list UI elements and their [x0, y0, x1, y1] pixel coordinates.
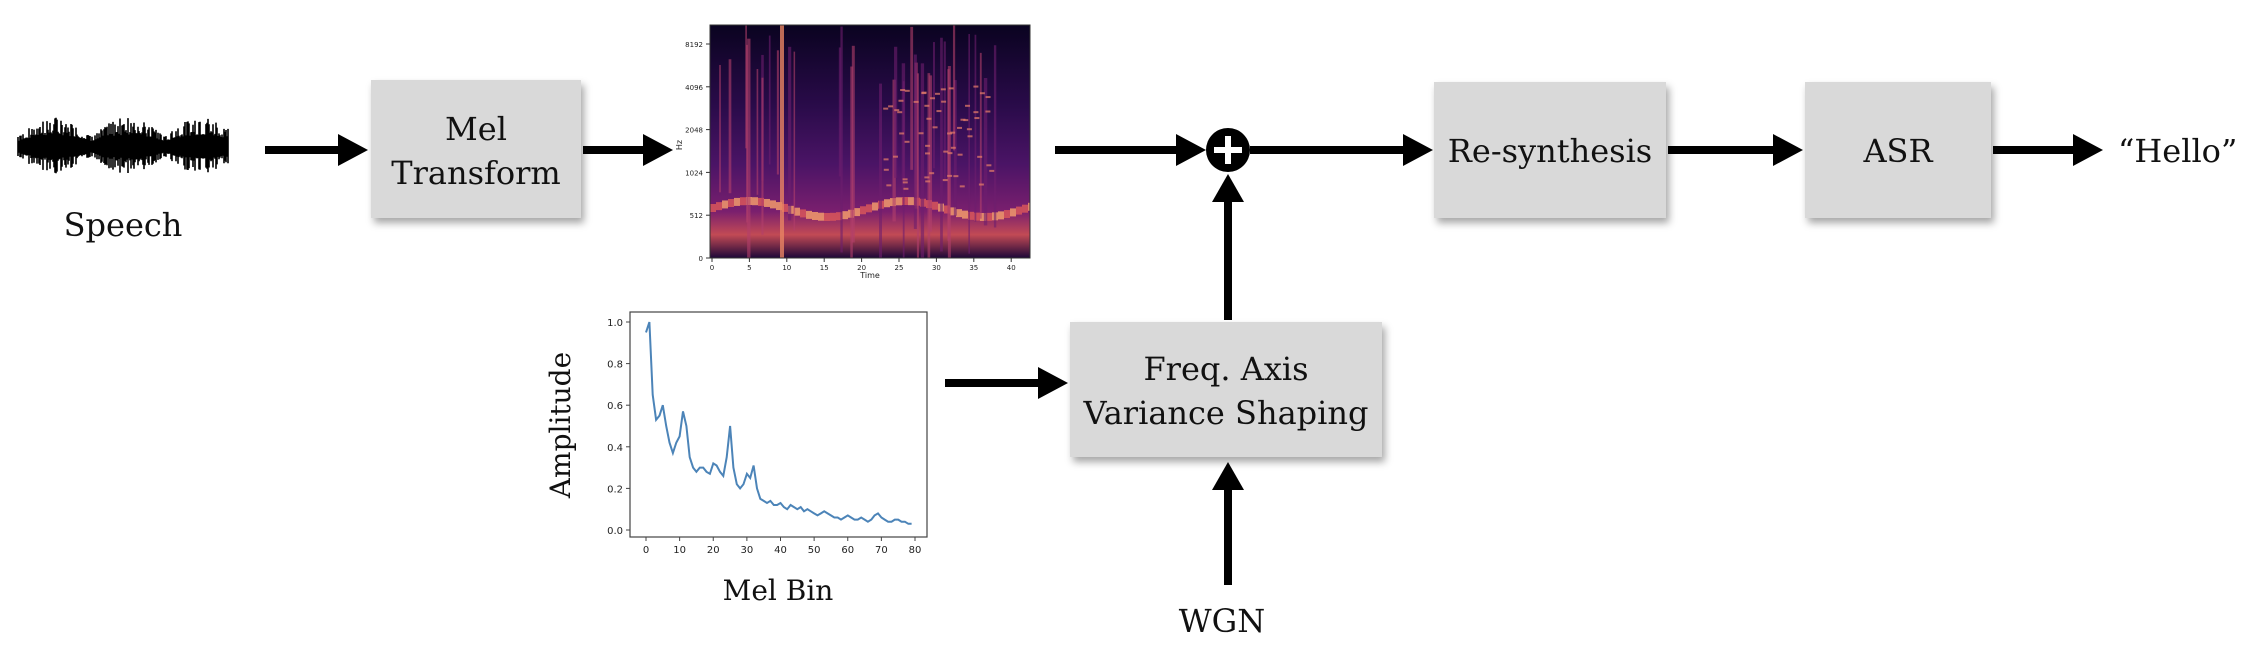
spectrogram-ytick: 512: [690, 212, 703, 220]
spectrogram-ylabel: Hz: [675, 140, 684, 150]
mel-transform-box: Mel Transform: [371, 80, 581, 218]
chart-xtick-label: 30: [741, 545, 754, 556]
freq-axis-label-line1: Freq. Axis: [1143, 350, 1308, 388]
chart-xtick-label: 60: [841, 545, 854, 556]
resynthesis-box: Re-synthesis: [1434, 82, 1666, 218]
arrow-speech-to-mel: [265, 134, 368, 166]
chart-xtick-label: 0: [643, 545, 649, 556]
arrow-resynthesis-to-asr: [1668, 134, 1803, 166]
chart-xtick-label: 20: [707, 545, 720, 556]
spectrogram-ytick: 2048: [685, 127, 703, 135]
spectrogram-xtick: 10: [782, 264, 791, 272]
chart-ytick-label: 0.6: [607, 401, 623, 412]
mel-transform-label-line2: Transform: [391, 154, 561, 192]
spectrogram-xtick: 30: [932, 264, 941, 272]
chart-frame: [629, 311, 928, 538]
chart-ytick-label: 0.0: [607, 526, 623, 537]
arrow-wgn-to-freq-axis: [1212, 462, 1244, 585]
chart-ytick-label: 0.8: [607, 360, 623, 371]
amplitude-chart: 0.0 0.2 0.4 0.6 0.8 1.0 0 10 20 30 40 50 60 70 80 Amp…: [544, 311, 928, 607]
sum-node: [1206, 128, 1250, 172]
chart-xtick-label: 80: [909, 545, 922, 556]
spectrogram-xtick: 25: [895, 264, 904, 272]
speech-label: Speech: [64, 206, 183, 244]
chart-ytick-label: 1.0: [607, 318, 623, 329]
spectrogram-ytick: 1024: [685, 169, 703, 177]
spectrogram-ytick: 0: [699, 255, 703, 263]
arrow-asr-to-output: [1993, 134, 2103, 166]
resynthesis-label: Re-synthesis: [1448, 132, 1652, 170]
output-label: “Hello”: [2118, 132, 2237, 170]
spectrogram-xtick: 0: [710, 264, 714, 272]
arrow-freq-axis-to-sum: [1212, 174, 1244, 320]
spectrogram-xtick: 5: [747, 264, 751, 272]
asr-label: ASR: [1862, 132, 1933, 170]
spectrogram-xtick: 15: [820, 264, 829, 272]
freq-axis-variance-shaping-box: Freq. Axis Variance Shaping: [1070, 322, 1382, 457]
asr-box: ASR: [1805, 82, 1991, 218]
mel-transform-label-line1: Mel: [445, 110, 507, 148]
chart-xtick-label: 50: [808, 545, 821, 556]
chart-ytick-label: 0.2: [607, 484, 623, 495]
arrow-mel-to-spectrogram: [583, 134, 673, 166]
speech-waveform: [17, 117, 229, 174]
spectrogram-xlabel: Time: [859, 271, 880, 280]
arrow-sum-to-resynthesis: [1250, 134, 1433, 166]
freq-axis-label-line2: Variance Shaping: [1083, 394, 1369, 432]
wgn-label: WGN: [1179, 602, 1265, 640]
amplitude-series-line: [645, 321, 912, 525]
chart-xlabel: Mel Bin: [723, 574, 834, 607]
chart-xtick-label: 70: [875, 545, 888, 556]
spectrogram-xtick: 20: [857, 264, 866, 272]
spectrogram-ytick: 8192: [685, 41, 703, 49]
arrow-spectrogram-to-sum: [1055, 134, 1206, 166]
spectrogram-ytick: 4096: [685, 84, 703, 92]
spectrogram-xtick: 35: [969, 264, 978, 272]
chart-ytick-label: 0.4: [607, 443, 623, 454]
arrow-chart-to-freq-axis: [945, 367, 1068, 399]
mel-spectrogram: 8192 4096 2048 1024 512 0 0 5 10 15 20 25 30 35 40 Hz…: [675, 24, 1031, 280]
chart-xtick-label: 40: [774, 545, 787, 556]
chart-xtick-label: 10: [673, 545, 686, 556]
spectrogram-xtick: 40: [1007, 264, 1016, 272]
chart-ylabel: Amplitude: [544, 352, 577, 499]
